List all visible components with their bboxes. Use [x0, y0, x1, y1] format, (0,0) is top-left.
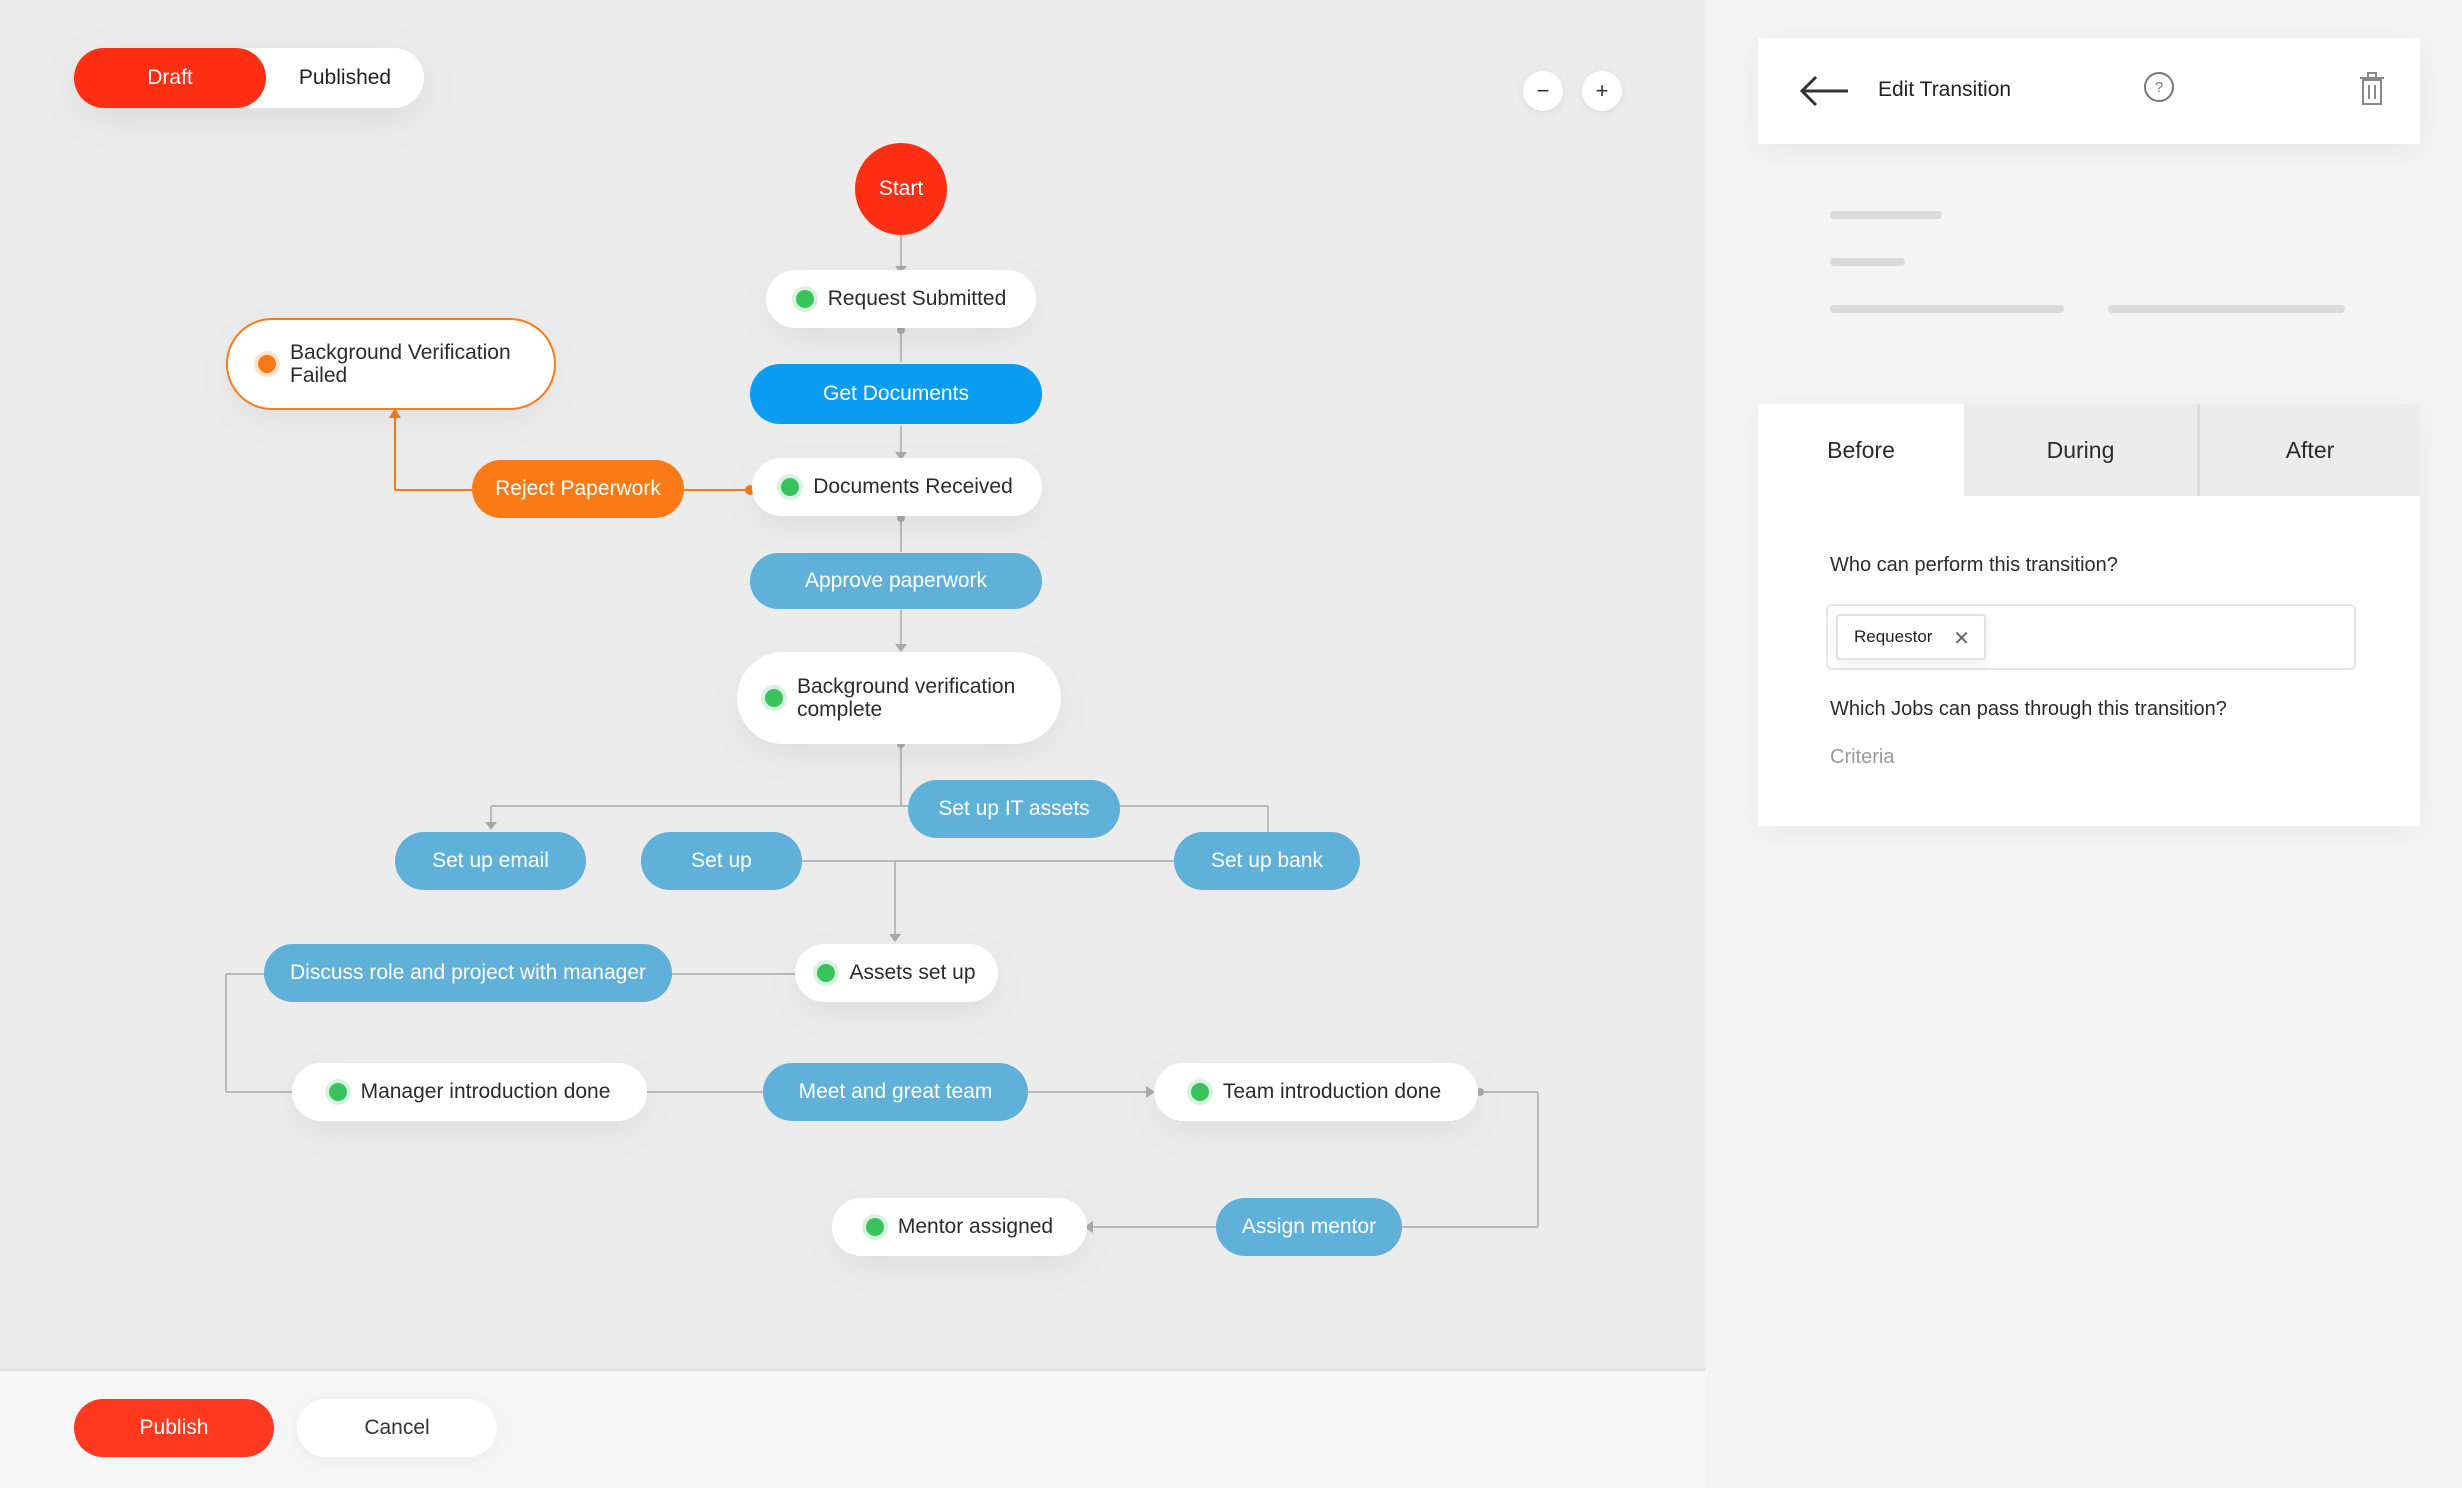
- transition-meet-and-greet-team[interactable]: Meet and great team: [763, 1063, 1028, 1121]
- skeleton-line: [2108, 305, 2345, 313]
- requestor-chip: Requestor ✕: [1836, 614, 1986, 660]
- state-assets-set-up[interactable]: Assets set up: [795, 944, 998, 1002]
- state-label: Documents Received: [813, 475, 1013, 498]
- status-dot-icon: [765, 689, 783, 707]
- help-glyph: ?: [2154, 78, 2164, 96]
- transition-set-up[interactable]: Set up: [641, 832, 802, 890]
- transition-label: Meet and great team: [798, 1080, 993, 1103]
- state-label: Manager introduction done: [360, 1080, 611, 1103]
- state-label: Background Verification Failed: [290, 341, 511, 387]
- state-label: Mentor assigned: [897, 1215, 1054, 1238]
- transition-set-up-bank[interactable]: Set up bank: [1174, 832, 1360, 890]
- transition-label: Set up: [691, 849, 752, 872]
- tab-during[interactable]: During: [1964, 404, 2200, 496]
- publish-button[interactable]: Publish: [74, 1399, 274, 1457]
- state-label: Team introduction done: [1222, 1080, 1442, 1103]
- which-jobs-label: Which Jobs can pass through this transit…: [1830, 698, 2227, 720]
- status-dot-icon: [795, 290, 814, 308]
- transition-settings-card: Before During After Who can perform this…: [1758, 404, 2420, 826]
- zoom-in-button[interactable]: +: [1582, 71, 1622, 111]
- transition-label: Reject Paperwork: [495, 477, 661, 500]
- transition-approve-paperwork[interactable]: Approve paperwork: [750, 553, 1042, 609]
- state-team-introduction-done[interactable]: Team introduction done: [1154, 1063, 1478, 1121]
- tab-after[interactable]: After: [2200, 404, 2420, 496]
- start-node[interactable]: Start: [855, 143, 947, 235]
- draft-toggle-option[interactable]: Draft: [74, 48, 266, 108]
- transition-reject-paperwork[interactable]: Reject Paperwork: [472, 460, 684, 518]
- transition-label: Set up bank: [1210, 849, 1324, 872]
- state-manager-introduction-done[interactable]: Manager introduction done: [292, 1063, 647, 1121]
- status-dot-icon: [258, 355, 276, 373]
- transition-set-up-it-assets[interactable]: Set up IT assets: [908, 780, 1120, 838]
- zoom-out-button[interactable]: −: [1523, 71, 1563, 111]
- status-dot-icon: [328, 1083, 347, 1101]
- chip-label: Requestor: [1854, 627, 1933, 646]
- transition-label: Get Documents: [823, 382, 969, 405]
- draft-published-toggle[interactable]: Draft Published: [74, 48, 424, 108]
- cancel-button[interactable]: Cancel: [297, 1399, 497, 1457]
- transition-assign-mentor[interactable]: Assign mentor: [1216, 1198, 1402, 1256]
- state-background-verification-complete[interactable]: Background verification complete: [737, 652, 1061, 744]
- state-background-verification-failed[interactable]: Background Verification Failed: [226, 318, 556, 410]
- close-icon[interactable]: ✕: [1953, 628, 1970, 650]
- state-mentor-assigned[interactable]: Mentor assigned: [832, 1198, 1087, 1256]
- skeleton-line: [1830, 211, 1942, 219]
- minus-icon: −: [1536, 78, 1550, 103]
- tab-before[interactable]: Before: [1758, 404, 1964, 496]
- performer-input[interactable]: Requestor ✕: [1826, 604, 2356, 670]
- workflow-canvas[interactable]: Draft Published − + Start Background Ver…: [0, 0, 1706, 1368]
- state-documents-received[interactable]: Documents Received: [752, 458, 1042, 516]
- transition-label: Assign mentor: [1241, 1215, 1377, 1238]
- status-dot-icon: [817, 964, 836, 982]
- transition-discuss-role-with-manager[interactable]: Discuss role and project with manager: [264, 944, 672, 1002]
- status-dot-icon: [865, 1218, 884, 1236]
- footer-bar: [0, 1368, 1706, 1488]
- state-request-submitted[interactable]: Request Submitted: [766, 270, 1036, 328]
- state-label: Assets set up: [849, 961, 976, 984]
- status-dot-icon: [1190, 1083, 1209, 1101]
- state-label: Background verification complete: [797, 675, 1016, 721]
- transition-label: Set up email: [432, 849, 549, 872]
- tab-bar: Before During After: [1758, 404, 2420, 496]
- who-can-perform-label: Who can perform this transition?: [1830, 554, 2118, 576]
- transition-label: Set up IT assets: [938, 797, 1090, 820]
- plus-icon: +: [1595, 78, 1609, 103]
- trash-icon[interactable]: [2358, 72, 2386, 106]
- transition-set-up-email[interactable]: Set up email: [395, 832, 586, 890]
- panel-title: Edit Transition: [1878, 78, 2012, 101]
- transition-get-documents[interactable]: Get Documents: [750, 364, 1042, 424]
- published-toggle-option[interactable]: Published: [298, 66, 392, 89]
- help-icon[interactable]: ?: [2144, 72, 2174, 102]
- back-arrow-icon[interactable]: [1798, 74, 1850, 108]
- status-dot-icon: [781, 478, 800, 496]
- skeleton-line: [1830, 258, 1905, 266]
- skeleton-line: [1830, 305, 2064, 313]
- panel-header: Edit Transition ?: [1758, 38, 2420, 144]
- transition-label: Approve paperwork: [804, 569, 988, 592]
- criteria-link[interactable]: Criteria: [1830, 746, 1895, 768]
- transition-label: Discuss role and project with manager: [290, 961, 646, 984]
- state-label: Request Submitted: [827, 287, 1007, 310]
- start-label: Start: [878, 177, 924, 200]
